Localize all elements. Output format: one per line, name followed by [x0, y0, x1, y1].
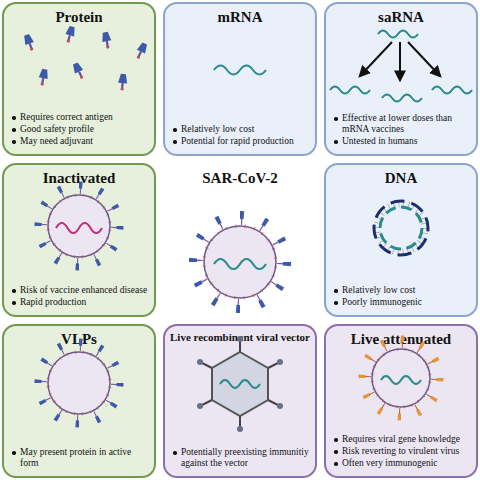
type-title: mRNA [169, 9, 311, 26]
virus-envelope [204, 226, 276, 298]
bullet-point: May present protein in active form [10, 447, 150, 469]
type-title: Protein [8, 9, 150, 26]
bullet-list: Potentially preexisting immunitiy agains… [171, 446, 311, 469]
type-title: VLPs [8, 331, 150, 348]
vaccine-type-box: Live attenuatedRequires viral gene knowl… [324, 324, 478, 478]
bullet-list: Effective at lower doses than mRNA vacci… [332, 112, 472, 147]
bullet-list: Relatively low costPoorly immunogenic [332, 284, 472, 308]
inactivated-genome [56, 223, 102, 233]
bullet-list: May present protein in active form [10, 446, 150, 469]
dna-strand [380, 207, 422, 249]
protein-spike [63, 25, 76, 43]
replication-arrow [408, 42, 440, 76]
viral-genome [381, 376, 421, 384]
bullet-point: Requires correct antigen [10, 112, 150, 123]
vector-genome [220, 380, 260, 388]
spike-heads [38, 185, 120, 267]
spike-stems [368, 345, 434, 411]
bullet-point: Poorly immunogenic [332, 297, 472, 308]
type-title: Live recombinant viral vector [169, 331, 311, 343]
rna-strand [330, 87, 370, 94]
membrane-protein [204, 226, 276, 298]
vaccine-type-box: mRNA Relatively low costPotential for rap… [163, 2, 317, 156]
bullet-point: Effective at lower doses than mRNA vacci… [332, 113, 472, 135]
replication-arrow [360, 42, 392, 76]
vector-fibers [202, 341, 278, 427]
bullet-list: Requires correct antigenGood safety prof… [10, 111, 150, 147]
virus-envelope [372, 349, 430, 407]
type-title: DNA [330, 170, 472, 187]
bullet-list: Risk of vaccine enhanced diseaseRapid pr… [10, 284, 150, 308]
rna-strand [378, 31, 418, 38]
fiber-knobs [197, 336, 283, 432]
membrane-protein [372, 349, 430, 407]
vaccine-type-box: saRNA Effective at lower doses than mRNA … [324, 2, 478, 156]
vaccine-type-box: InactivatedRisk of vaccine enhanced dise… [2, 163, 156, 317]
bullet-point: Relatively low cost [332, 285, 472, 296]
dna-rungs [377, 204, 425, 252]
bullet-point: Risk reverting to virulent virus [332, 446, 472, 457]
replication-arrow [399, 42, 401, 80]
bullet-point: May need adjuvant [10, 136, 150, 147]
bullet-point: Risk of vaccine enhanced disease [10, 285, 150, 296]
bullet-list: Requires viral gene knowledgeRisk revert… [332, 433, 472, 469]
spike-heads [362, 339, 440, 417]
protein-spike [22, 33, 36, 52]
type-title: saRNA [330, 9, 472, 26]
vaccine-type-box: Live recombinant viral vectorPotentially… [163, 324, 317, 478]
protein-spike [117, 74, 127, 91]
viral-genome [214, 259, 266, 269]
spike-stems [44, 348, 114, 418]
rna-strand [432, 87, 472, 94]
type-title: Inactivated [8, 170, 150, 187]
virus-label: SAR-CoV-2 [163, 170, 317, 187]
type-title: Live attenuated [330, 331, 472, 348]
dna-strand [374, 201, 428, 255]
vaccine-type-box: VLPsMay present protein in active form [2, 324, 156, 478]
vaccine-type-box: DNA Relatively low costPoorly immunogenic [324, 163, 478, 317]
vaccine-type-box: ProteinRequires correct antigenGood safe… [2, 2, 156, 156]
bullet-point: Good safety profile [10, 124, 150, 135]
bullet-point: Potential for rapid production [171, 136, 311, 147]
bullet-point: Often very immunogenic [332, 458, 472, 469]
bullet-point: Requires viral gene knowledge [332, 434, 472, 445]
bullet-point: Potentially preexisting immunitiy agains… [171, 447, 311, 469]
bullet-point: Relatively low cost [171, 124, 311, 135]
virus-envelope [48, 195, 110, 257]
membrane-protein [48, 352, 110, 414]
bullet-list: Relatively low costPotential for rapid p… [171, 123, 311, 147]
protein-spike [37, 68, 49, 86]
protein-spike [71, 62, 86, 81]
bullet-point: Untested in humans [332, 136, 472, 147]
protein-spike [101, 31, 113, 49]
membrane-protein [48, 195, 110, 257]
bullet-point: Rapid production [10, 297, 150, 308]
spike-heads [193, 215, 287, 309]
spike-stems [200, 222, 280, 302]
rna-strand [214, 66, 266, 75]
vector-capsid [212, 352, 268, 416]
rna-strand [382, 95, 422, 102]
protein-spike [134, 42, 149, 61]
spike-heads [38, 342, 120, 424]
virus-envelope [48, 352, 110, 414]
spike-stems [44, 191, 114, 261]
